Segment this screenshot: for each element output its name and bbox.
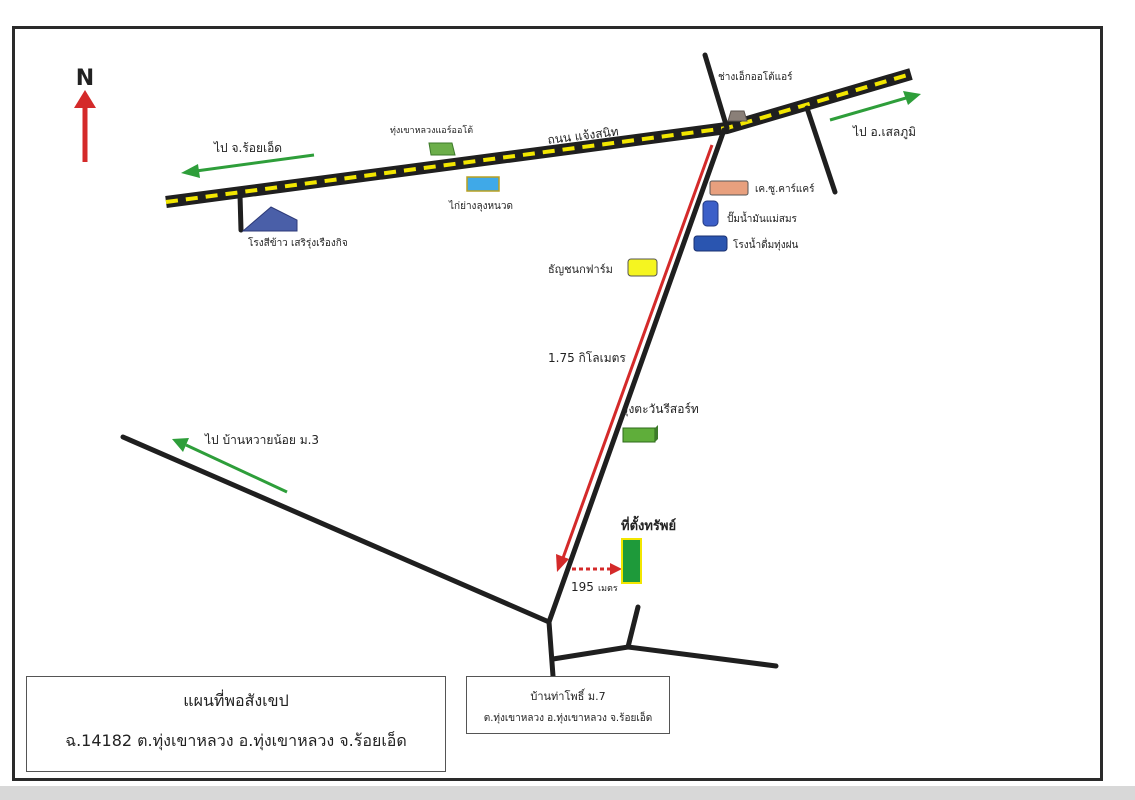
legend-title: แผนที่พอสังเขป <box>183 691 289 710</box>
gas-station-icon <box>702 200 719 227</box>
grilled-chicken-icon <box>466 176 500 192</box>
property-marker <box>621 538 642 584</box>
village-address: ต.ทุ่งเขาหลวง อ.ทุ่งเขาหลวง จ.ร้อยเอ็ด <box>483 713 653 724</box>
bottom-strip <box>0 786 1135 800</box>
to-selaphum-label: ไป อ.เสลภูมิ <box>852 125 916 140</box>
north-arrow: N <box>74 66 96 162</box>
rice-mill-icon <box>241 206 298 232</box>
short-distance-unit: เมตร <box>598 584 618 594</box>
resort-icon <box>622 425 658 443</box>
water-plant-label: โรงน้ำดื่มทุ่งฝน <box>733 237 798 251</box>
legend-subtitle: ฉ.14182 ต.ทุ่งเขาหลวง อ.ทุ่งเขาหลวง จ.ร้… <box>65 731 407 750</box>
resort-label: รุ่งตะวันรีสอร์ท <box>622 402 699 417</box>
side-roads <box>120 52 838 679</box>
mechanic-icon <box>727 110 748 122</box>
grilled-chicken-label: ไก่ย่างลุงหนวด <box>448 200 513 212</box>
short-distance-value: 195 <box>571 580 594 594</box>
farm-label: ธัญชนกฟาร์ม <box>548 263 613 276</box>
rice-mill-label: โรงสีข้าว เสริรุ่งเรืองกิจ <box>248 236 348 249</box>
main-highway <box>165 68 913 208</box>
distance-arrow <box>556 144 714 572</box>
mechanic-label: ช่างเอ็กออโต้แอร์ <box>718 69 793 83</box>
car-care-label: เค.ซู.คาร์แคร์ <box>755 183 815 195</box>
map-frame <box>12 26 1103 781</box>
water-plant-icon <box>693 235 728 252</box>
distance-label: 1.75 กิโลเมตร <box>548 351 626 365</box>
air-shop-label: ทุ่งเขาหลวงแอร์ออโต้ <box>390 124 473 136</box>
farm-icon <box>627 258 658 277</box>
legend-box: แผนที่พอสังเขป ฉ.14182 ต.ทุ่งเขาหลวง อ.ท… <box>26 676 446 772</box>
property-label: ที่ตั้งทรัพย์ <box>621 515 676 534</box>
north-label: N <box>76 66 94 91</box>
air-shop-icon <box>428 142 456 156</box>
to-huaynoi-label: ไป บ้านหวายน้อย ม.3 <box>204 433 319 447</box>
direction-arrows <box>172 91 921 494</box>
property-pointer-arrow <box>572 563 622 575</box>
car-care-icon <box>709 180 749 196</box>
to-roiet-label: ไป จ.ร้อยเอ็ด <box>213 140 282 155</box>
village-box: บ้านท่าโพธิ์ ม.7 ต.ทุ่งเขาหลวง อ.ทุ่งเขา… <box>466 676 670 734</box>
gas-station-label: ปั๊มน้ำมันแม่สมร <box>727 211 798 225</box>
village-name: บ้านท่าโพธิ์ ม.7 <box>530 690 606 703</box>
